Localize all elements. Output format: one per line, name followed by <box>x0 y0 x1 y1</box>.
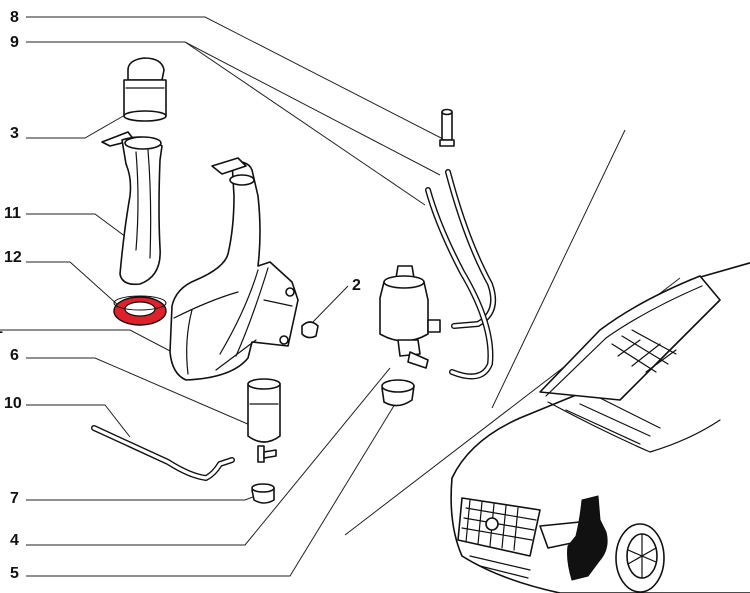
leader-5 <box>26 403 396 577</box>
leader-9 <box>26 41 441 176</box>
callout-5: 5 <box>10 565 19 582</box>
grommet-5 <box>381 379 415 407</box>
callout-6: 6 <box>10 347 19 364</box>
leader-11 <box>26 213 131 241</box>
callout-9: 9 <box>10 34 19 51</box>
leader-12 <box>26 261 119 306</box>
grommet-7 <box>251 483 275 504</box>
leader-2 <box>309 285 349 326</box>
washer-pump-main <box>379 265 441 369</box>
bent-hose <box>91 425 235 481</box>
leader-4 <box>26 367 391 546</box>
callout-11: 11 <box>4 205 21 222</box>
leader-lines <box>0 16 681 577</box>
car-inset <box>450 262 750 593</box>
callout-4: 4 <box>10 532 19 549</box>
leader-10 <box>26 404 131 438</box>
callout-1: 1 <box>0 320 3 337</box>
callout-7: 7 <box>10 490 19 507</box>
grommet-small <box>301 321 319 339</box>
washer-reservoir <box>169 157 299 381</box>
leader-7 <box>26 494 259 501</box>
leader-6 <box>26 357 251 426</box>
washer-pump-lower <box>247 378 281 463</box>
filler-cap <box>123 57 167 122</box>
washer-hoses <box>425 169 496 380</box>
callout-3: 3 <box>10 125 19 142</box>
filler-neck-tube <box>101 131 163 286</box>
leader-3 <box>26 114 126 139</box>
leader-9b <box>184 41 426 206</box>
callout-8: 8 <box>10 9 19 26</box>
leader-8 <box>26 16 446 141</box>
leader-1 <box>0 329 173 353</box>
inset-pointer-upper <box>491 129 626 409</box>
callout-12: 12 <box>4 249 22 266</box>
connector-fitting <box>439 108 455 147</box>
callout-10: 10 <box>4 395 22 412</box>
callout-2: 2 <box>352 277 361 294</box>
seal-ring <box>113 295 167 326</box>
